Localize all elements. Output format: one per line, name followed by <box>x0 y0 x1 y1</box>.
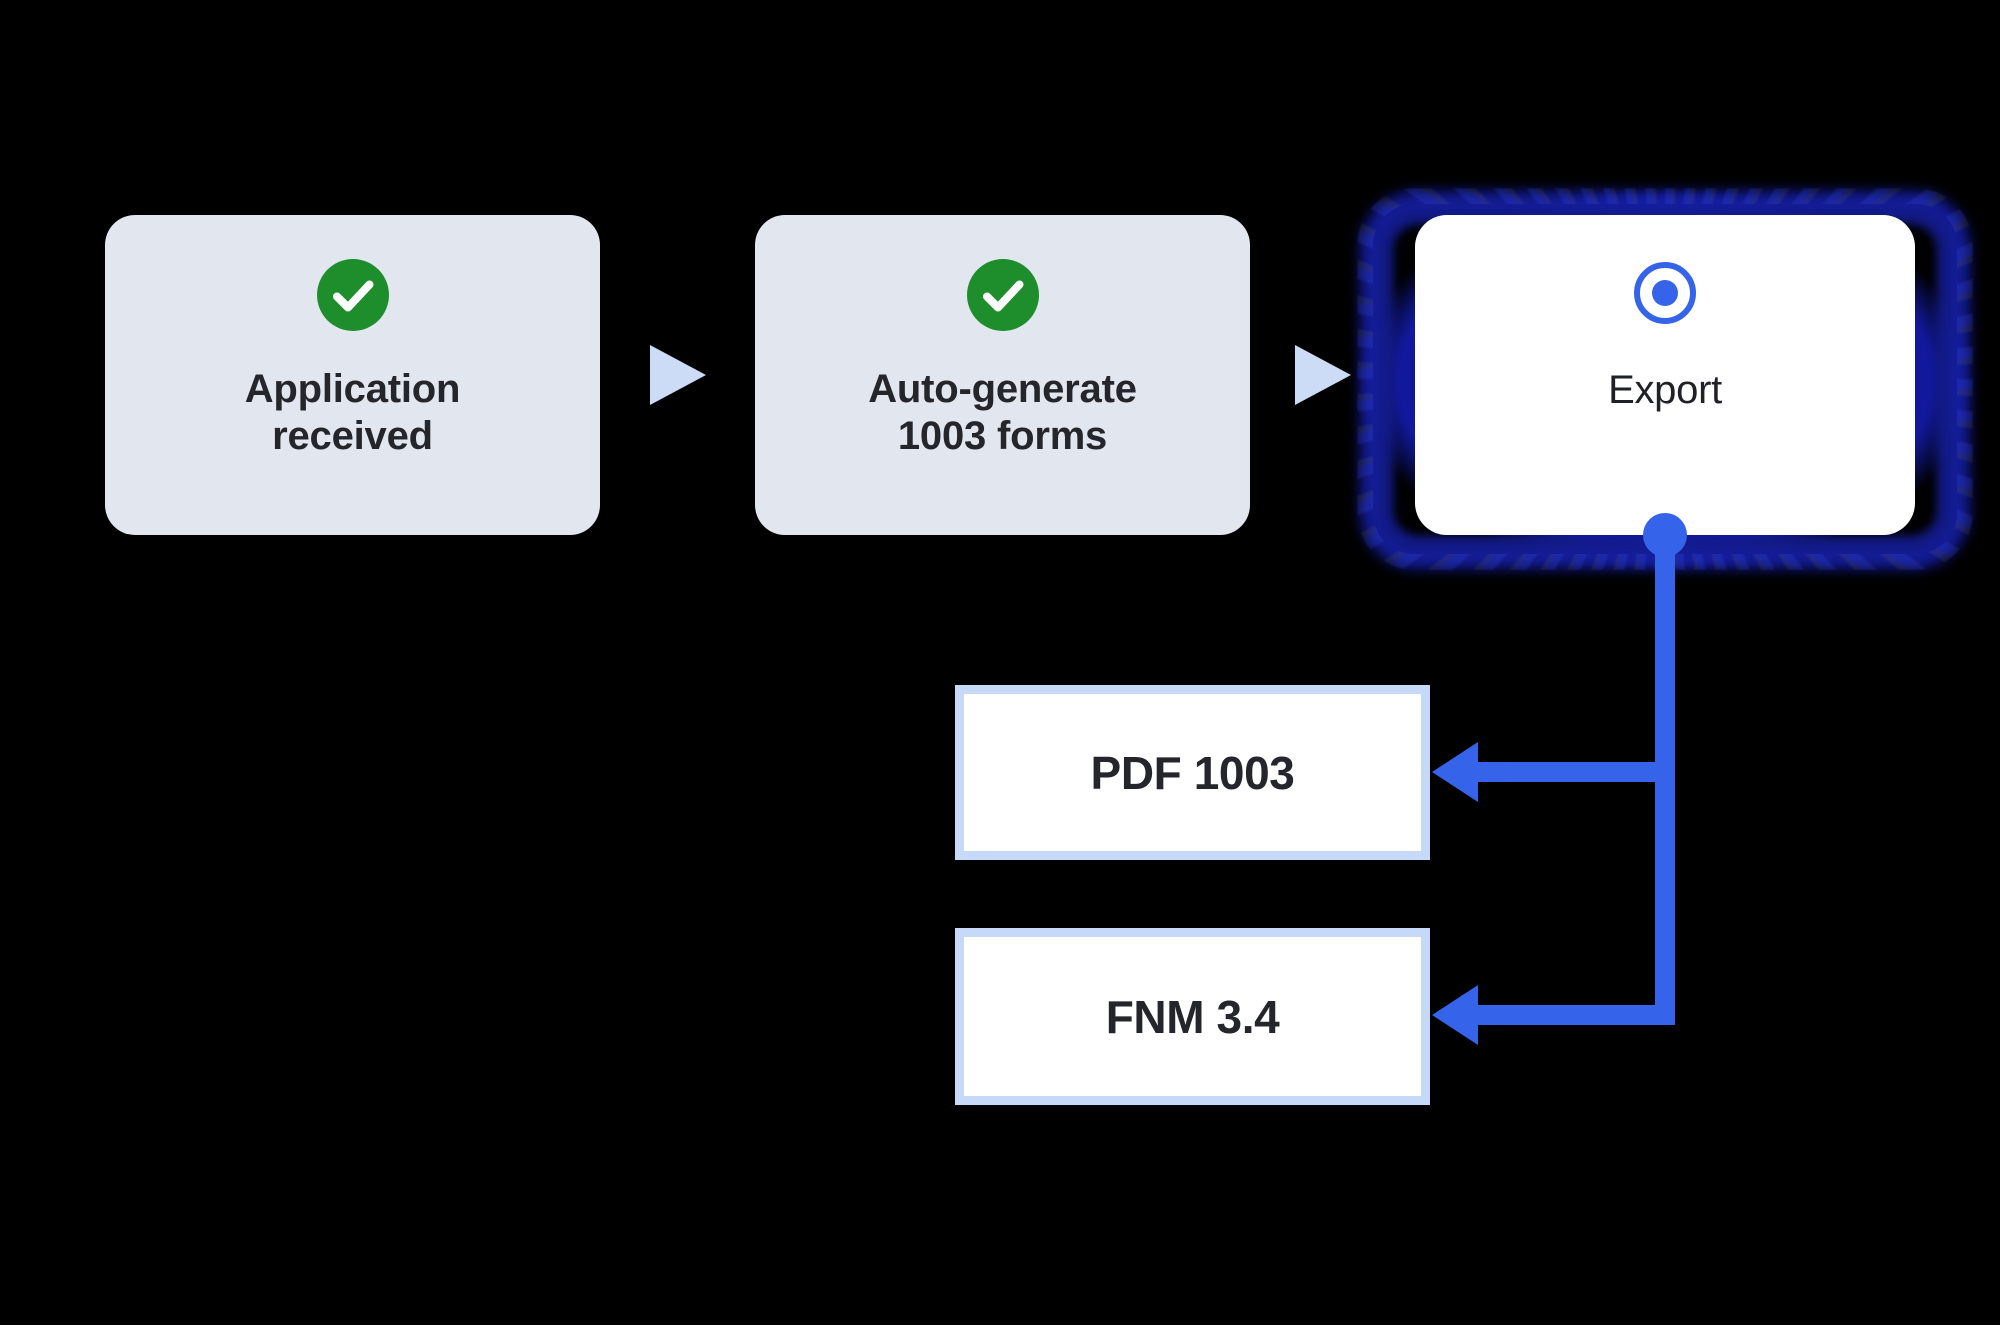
connector-branch-pdf-horizontal <box>1478 762 1668 782</box>
radio-selected-icon <box>1631 259 1699 332</box>
step-card-auto-generate-1003[interactable]: Auto-generate 1003 forms <box>755 215 1250 535</box>
output-label-fnm-34: FNM 3.4 <box>1105 990 1280 1043</box>
step-label-application-received: Application received <box>244 367 461 459</box>
check-circle-icon <box>966 259 1039 336</box>
triangle-right-icon-2 <box>1295 345 1351 405</box>
arrow-left-icon-pdf <box>1432 742 1478 802</box>
arrow-left-icon-fnm <box>1432 985 1478 1045</box>
step-card-application-received[interactable]: Application received <box>105 215 600 535</box>
step-card-export-wrapper: Export <box>1355 188 1975 572</box>
output-box-fnm-34[interactable]: FNM 3.4 <box>955 928 1430 1105</box>
triangle-right-icon-1 <box>650 345 706 405</box>
output-label-pdf-1003: PDF 1003 <box>1090 746 1295 799</box>
check-circle-icon <box>316 259 389 336</box>
step-label-export: Export <box>1608 368 1722 412</box>
step-label-auto-generate-1003: Auto-generate 1003 forms <box>868 367 1137 459</box>
output-box-pdf-1003[interactable]: PDF 1003 <box>955 685 1430 860</box>
step-card-export[interactable]: Export <box>1415 215 1915 535</box>
connector-branch-fnm-horizontal <box>1478 1005 1668 1025</box>
